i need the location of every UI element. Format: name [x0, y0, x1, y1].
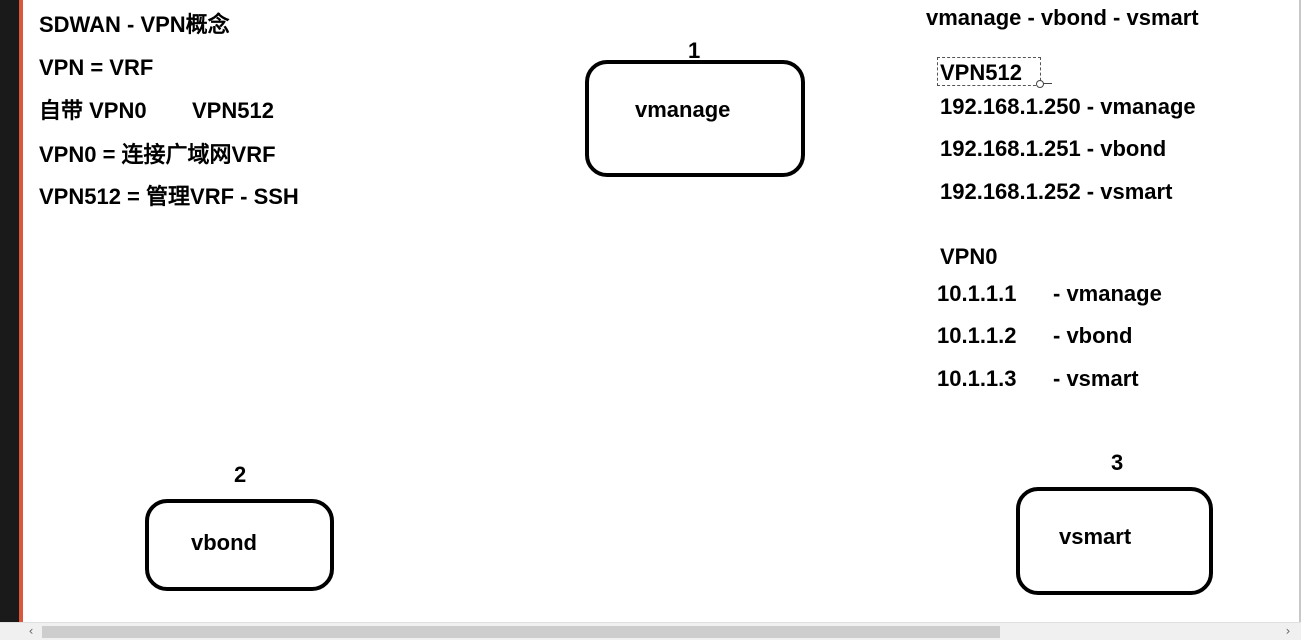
note-vpn-vrf: VPN = VRF	[39, 55, 154, 80]
node-number: 2	[234, 462, 247, 487]
scroll-left-arrow-icon[interactable]: ‹	[28, 624, 34, 638]
note-builtin-vpn512: VPN512	[192, 98, 274, 123]
vmanage-node-box[interactable]	[585, 60, 805, 177]
scroll-right-arrow-icon[interactable]: ›	[1285, 624, 1291, 638]
window-left-edge	[0, 0, 19, 622]
vpn0-heading: VPN0	[940, 244, 998, 269]
window-left-border	[19, 0, 23, 622]
selection-handle-tick	[1043, 83, 1052, 84]
vpn512-row: 192.168.1.251 - vbond	[940, 136, 1167, 161]
vpn0-row-ip: 10.1.1.3	[937, 366, 1017, 391]
vpn0-row-ip: 10.1.1.1	[937, 281, 1017, 306]
selection-handle[interactable]	[1036, 80, 1044, 88]
vsmart-node-label: vsmart	[1059, 524, 1132, 549]
vpn0-row-name: - vbond	[1053, 323, 1133, 348]
text-selection-frame[interactable]	[937, 57, 1041, 86]
controllers-header: vmanage - vbond - vsmart	[926, 5, 1199, 30]
vsmart-node-box[interactable]	[1016, 487, 1213, 595]
note-title: SDWAN - VPN概念	[39, 12, 230, 37]
node-number: 3	[1111, 450, 1124, 475]
note-builtin-vpn0: 自带 VPN0	[39, 98, 147, 123]
horizontal-scrollbar[interactable]: ‹ ›	[0, 622, 1301, 640]
node-number: 1	[688, 38, 701, 63]
vbond-node-label: vbond	[191, 530, 257, 555]
vmanage-node-label: vmanage	[635, 97, 731, 122]
vpn0-row-name: - vmanage	[1053, 281, 1162, 306]
vpn512-row: 192.168.1.250 - vmanage	[940, 94, 1196, 119]
vpn0-row-ip: 10.1.1.2	[937, 323, 1017, 348]
vpn512-heading[interactable]: VPN512	[940, 60, 1022, 85]
vpn512-row: 192.168.1.252 - vsmart	[940, 179, 1173, 204]
scroll-thumb[interactable]	[42, 626, 1000, 638]
window-right-edge	[1299, 0, 1301, 622]
note-vpn512-def: VPN512 = 管理VRF - SSH	[39, 184, 299, 209]
vpn0-row-name: - vsmart	[1053, 366, 1139, 391]
vbond-node-box[interactable]	[145, 499, 334, 591]
note-vpn0-def: VPN0 = 连接广域网VRF	[39, 142, 276, 167]
